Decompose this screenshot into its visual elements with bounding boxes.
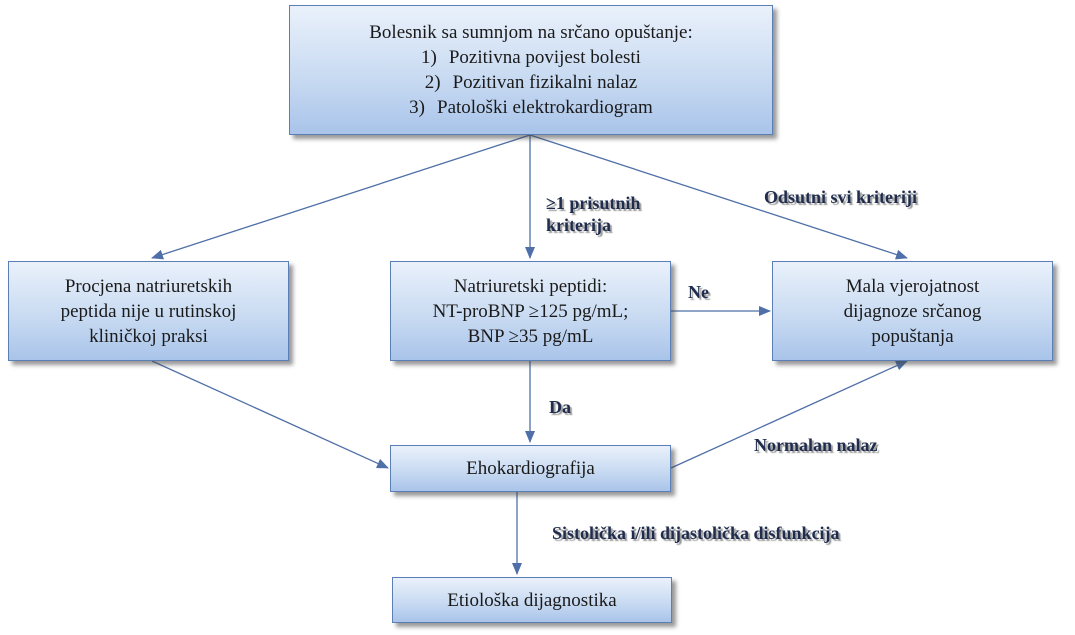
connector-start-to-low-probability [529, 134, 908, 260]
connector-start-to-not-routine [151, 134, 531, 260]
edge-label-dysfunction: Sistolička i/ili dijastolička disfunkcij… [552, 523, 840, 543]
node-peptides-not-routine: Procjena natriuretskih peptida nije u ru… [8, 261, 289, 361]
edge-label-yes: Da [549, 397, 571, 417]
node-natriuretic-peptides: Natriuretski peptidi: NT-proBNP ≥125 pg/… [390, 261, 671, 361]
criterion-3: 3)Patološki elektrokardiogram [409, 97, 653, 118]
node-etiological-diagnostics: Etiološka dijagnostika [392, 577, 672, 623]
edge-label-criteria-absent: Odsutni svi kriteriji [764, 187, 918, 207]
edge-label-normal-finding: Normalan nalaz [754, 435, 878, 455]
edge-label-criteria-present: ≥1 prisutnih kriterija [546, 193, 641, 235]
criterion-2: 2)Pozitivan fizikalni nalaz [424, 72, 638, 93]
criterion-1: 1)Pozitivna povijest bolesti [421, 47, 641, 68]
node-suspected-heart-failure: Bolesnik sa sumnjom na srčano opuštanje:… [289, 5, 773, 135]
connector-echo-to-low-probability [670, 360, 908, 469]
edge-label-no: Ne [688, 282, 709, 302]
node-low-probability: Mala vjerojatnost dijagnoze srčanog popu… [772, 261, 1053, 361]
node-echocardiography: Ehokardiografija [390, 445, 671, 492]
connector-not-routine-to-echo [151, 360, 389, 469]
node-start-title: Bolesnik sa sumnjom na srčano opuštanje: [369, 22, 693, 43]
